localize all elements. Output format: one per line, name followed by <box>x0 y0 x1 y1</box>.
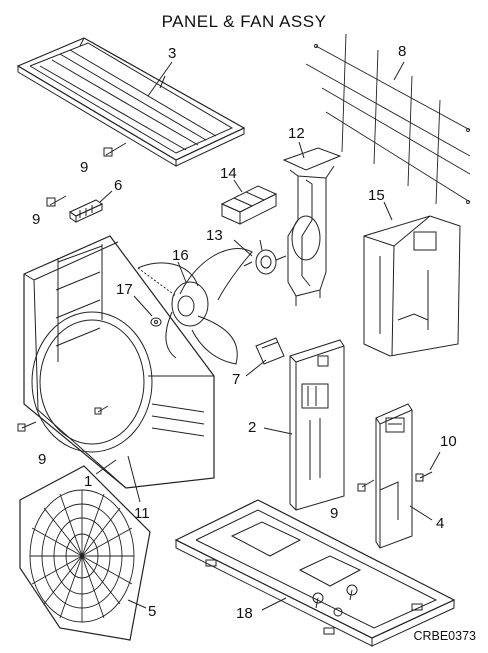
label-11: 11 <box>134 505 150 522</box>
fan-guard-part <box>20 466 150 640</box>
label-15: 15 <box>368 187 385 204</box>
leader-16 <box>178 262 186 282</box>
leader-4 <box>410 506 432 520</box>
leader-5 <box>128 600 146 608</box>
leader-7 <box>246 360 266 376</box>
label-2: 2 <box>248 419 257 436</box>
screw-cabinet <box>95 406 108 414</box>
screw-9-right <box>358 480 374 491</box>
leader-15 <box>384 202 392 220</box>
leader-1 <box>96 460 116 474</box>
label-8: 8 <box>398 43 407 60</box>
screw-9-top <box>104 143 126 156</box>
label-17: 17 <box>116 281 133 298</box>
label-13: 13 <box>206 227 223 244</box>
leader-18 <box>262 598 286 610</box>
label-9-top: 9 <box>80 159 89 176</box>
terminal-part <box>70 200 102 222</box>
partition-part <box>290 340 344 510</box>
side-cover-part <box>376 404 412 548</box>
screw-9-left <box>47 196 66 206</box>
leader-6 <box>100 191 112 202</box>
screw-10 <box>416 472 432 481</box>
bracket-part <box>222 186 276 224</box>
leader-14 <box>234 180 242 192</box>
leader-13 <box>234 240 252 256</box>
motor-support-part <box>284 148 340 306</box>
label-12: 12 <box>288 125 305 142</box>
leader-8 <box>394 62 404 80</box>
fan-nut-part <box>151 318 161 326</box>
label-5: 5 <box>148 603 157 620</box>
label-16: 16 <box>172 247 189 264</box>
label-1: 1 <box>84 473 93 490</box>
leader-10 <box>430 452 440 470</box>
screw-9-front <box>18 422 36 431</box>
drawing-code: CRBE0373 <box>413 629 476 643</box>
label-4: 4 <box>436 515 445 532</box>
small-plate-part <box>256 338 284 364</box>
label-18: 18 <box>236 605 253 622</box>
label-9-front: 9 <box>38 451 47 468</box>
diagram-title: PANEL & FAN ASSY <box>161 12 327 31</box>
label-10: 10 <box>440 433 457 450</box>
fan-propeller-part <box>138 248 252 364</box>
label-3: 3 <box>168 45 177 62</box>
leader-17 <box>134 296 152 316</box>
label-7: 7 <box>232 371 241 388</box>
base-pan-part <box>176 500 454 646</box>
leader-11 <box>128 456 140 502</box>
side-panel-part <box>364 216 460 356</box>
label-14: 14 <box>220 165 237 182</box>
leader-12 <box>299 142 304 158</box>
label-9-right: 9 <box>330 505 339 522</box>
leader-3 <box>148 62 172 96</box>
leader-2 <box>264 428 292 434</box>
fan-motor-part <box>244 240 286 274</box>
top-panel-part <box>18 38 244 166</box>
label-6: 6 <box>114 177 123 194</box>
label-9-left: 9 <box>32 211 41 228</box>
wire-guard-part <box>306 34 470 204</box>
front-cabinet-part <box>24 236 214 488</box>
